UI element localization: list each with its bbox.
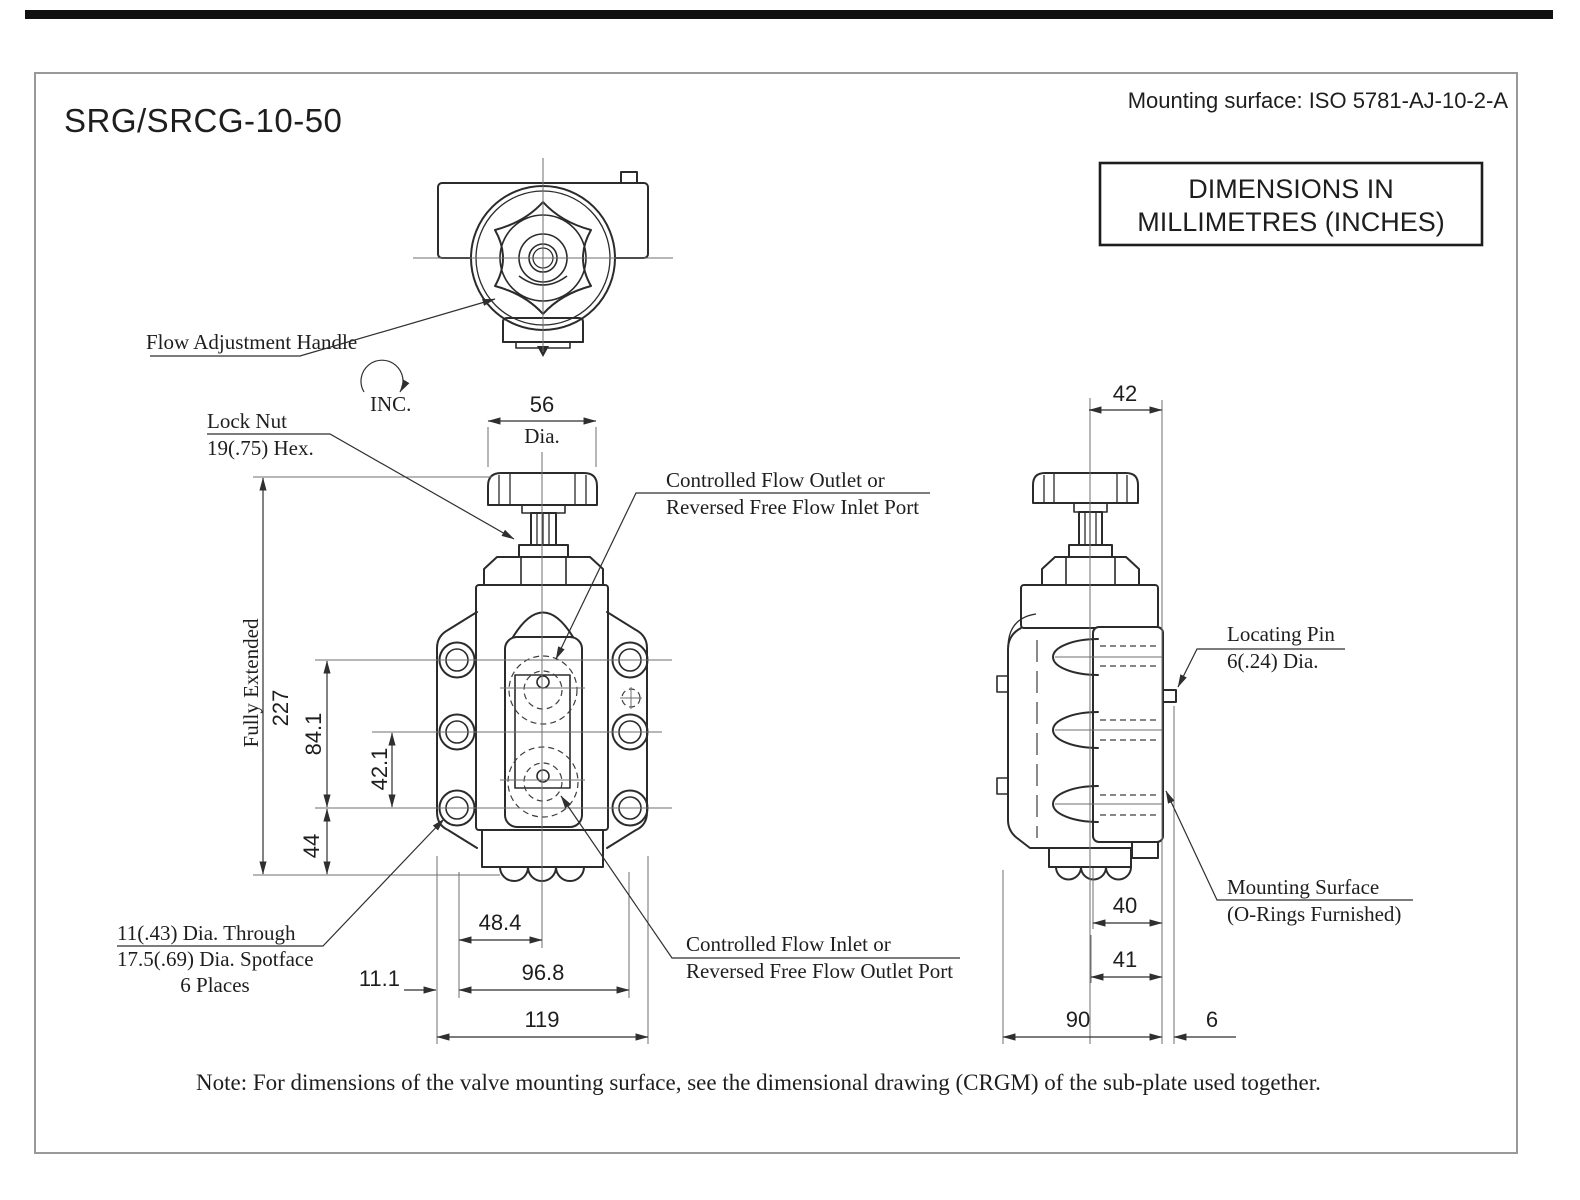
label-locating-pin-1: Locating Pin xyxy=(1227,622,1335,646)
dim-height-227: 227 xyxy=(268,690,293,727)
label-inc: INC. xyxy=(370,392,411,416)
units-line2: MILLIMETRES (INCHES) xyxy=(1137,207,1445,237)
dim-face-width-41: 41 xyxy=(1113,947,1137,972)
dimensions-units-box: DIMENSIONS IN MILLIMETRES (INCHES) xyxy=(1098,161,1484,247)
inlet-port-circle xyxy=(507,746,579,818)
label-through-2: 17.5(.69) Dia. Spotface xyxy=(117,947,314,971)
page-top-rule xyxy=(25,10,1553,19)
label-through-1: 11(.43) Dia. Through xyxy=(117,921,296,945)
label-fully-extended: Fully Extended xyxy=(239,618,263,747)
side-view-dimensions: 42 40 41 90 6 xyxy=(1002,381,1236,1044)
label-inlet-1: Controlled Flow Inlet or xyxy=(686,932,891,956)
dim-pin-6: 6 xyxy=(1206,1007,1218,1032)
dim-hole-half-42-1: 42.1 xyxy=(367,748,392,791)
locating-pin-top-view xyxy=(620,171,638,184)
label-mounting-surface-1: Mounting Surface xyxy=(1227,875,1379,899)
units-line1: DIMENSIONS IN xyxy=(1188,174,1394,204)
dim-knob-diameter: 56 xyxy=(530,392,554,417)
label-lock-nut-1: Lock Nut xyxy=(207,409,287,433)
label-lock-nut-2: 19(.75) Hex. xyxy=(207,436,314,460)
dim-face-width-40: 40 xyxy=(1113,893,1137,918)
label-outlet-2: Reversed Free Flow Inlet Port xyxy=(666,495,919,519)
locating-pin-side xyxy=(1162,689,1177,703)
page-title: SRG/SRCG-10-50 xyxy=(64,102,342,139)
label-through-3: 6 Places xyxy=(180,973,249,997)
top-view-drawing xyxy=(413,158,673,357)
flow-adjustment-knob-front xyxy=(487,472,598,506)
flow-adjustment-knob-side xyxy=(1032,472,1139,504)
mounting-surface-block xyxy=(1092,626,1164,843)
front-view-dimensions: 56 Dia. Fully Extended 227 84.1 42.1 44 … xyxy=(239,392,649,1044)
side-view-drawing xyxy=(996,398,1177,1044)
label-outlet-1: Controlled Flow Outlet or xyxy=(666,468,885,492)
label-locating-pin-2: 6(.24) Dia. xyxy=(1227,649,1319,673)
label-inlet-2: Reversed Free Flow Outlet Port xyxy=(686,959,953,983)
increase-rotation-arrow xyxy=(360,359,410,393)
dim-total-width-119: 119 xyxy=(524,1007,559,1032)
dim-half-width-48-4: 48.4 xyxy=(479,910,522,935)
dim-edge-offset-11-1: 11.1 xyxy=(359,966,400,991)
mounting-surface-spec: Mounting surface: ISO 5781-AJ-10-2-A xyxy=(1128,88,1509,113)
outlet-port-circle xyxy=(508,655,578,725)
dim-base-44: 44 xyxy=(299,834,324,858)
footer-note: Note: For dimensions of the valve mounti… xyxy=(196,1070,1321,1095)
front-view-drawing xyxy=(315,452,672,948)
leader-annotations: Flow Adjustment Handle INC. Lock Nut 19(… xyxy=(117,298,1413,997)
dim-knob-diameter-unit: Dia. xyxy=(524,424,560,448)
label-flow-adjustment-handle: Flow Adjustment Handle xyxy=(146,330,357,354)
dim-side-top-42: 42 xyxy=(1113,381,1137,406)
dim-depth-90: 90 xyxy=(1066,1007,1090,1032)
dim-hole-span-84-1: 84.1 xyxy=(301,713,326,756)
drawing-border xyxy=(34,72,1518,1154)
label-mounting-surface-2: (O-Rings Furnished) xyxy=(1227,902,1401,926)
dim-bolt-span-96-8: 96.8 xyxy=(522,960,565,985)
